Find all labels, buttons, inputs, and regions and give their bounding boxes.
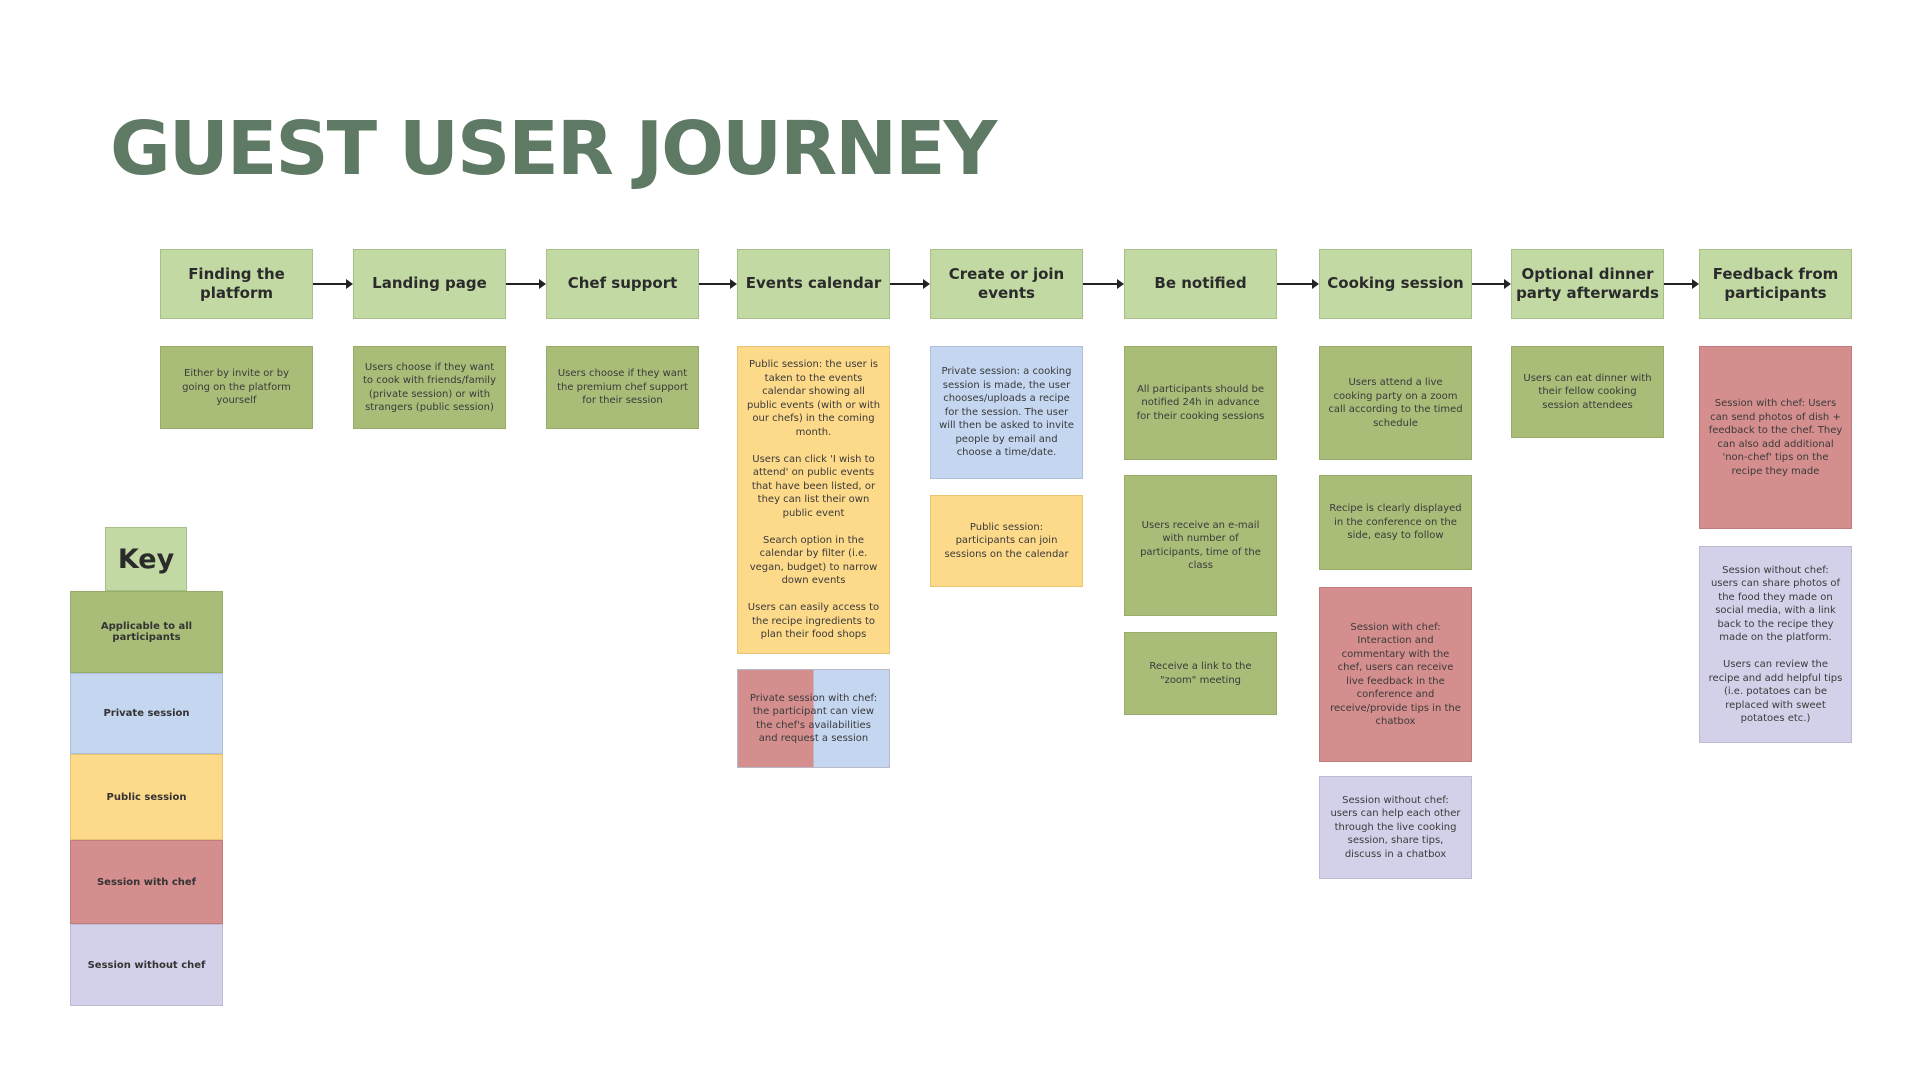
card-feedback-without-chef: Session without chef: users can share ph… bbox=[1699, 546, 1852, 743]
flow-arrow bbox=[699, 279, 737, 289]
flow-arrow bbox=[1277, 279, 1319, 289]
card-notified-24h: All participants should be notified 24h … bbox=[1124, 346, 1277, 460]
card-session-with-chef: Session with chef: Interaction and comme… bbox=[1319, 587, 1472, 762]
key-title: Key bbox=[105, 527, 187, 591]
flow-arrow bbox=[890, 279, 930, 289]
step-cooking-session: Cooking session bbox=[1319, 249, 1472, 319]
key-item-public: Public session bbox=[70, 754, 223, 840]
card-live-cooking-party: Users attend a live cooking party on a z… bbox=[1319, 346, 1472, 460]
card-dinner-together: Users can eat dinner with their fellow c… bbox=[1511, 346, 1664, 438]
key-item-with-chef: Session with chef bbox=[70, 840, 223, 924]
step-create-join-events: Create or join events bbox=[930, 249, 1083, 319]
flow-arrow bbox=[313, 279, 353, 289]
step-be-notified: Be notified bbox=[1124, 249, 1277, 319]
step-landing-page: Landing page bbox=[353, 249, 506, 319]
card-session-without-chef: Session without chef: users can help eac… bbox=[1319, 776, 1472, 879]
card-finding-invite: Either by invite or by going on the plat… bbox=[160, 346, 313, 429]
step-dinner-party: Optional dinner party afterwards bbox=[1511, 249, 1664, 319]
step-chef-support: Chef support bbox=[546, 249, 699, 319]
key-item-without-chef: Session without chef bbox=[70, 924, 223, 1006]
page-title: GUEST USER JOURNEY bbox=[110, 106, 997, 192]
key-item-private: Private session bbox=[70, 673, 223, 754]
card-zoom-link: Receive a link to the "zoom" meeting bbox=[1124, 632, 1277, 715]
card-chef-support-choice: Users choose if they want the premium ch… bbox=[546, 346, 699, 429]
step-events-calendar: Events calendar bbox=[737, 249, 890, 319]
card-feedback-with-chef: Session with chef: Users can send photos… bbox=[1699, 346, 1852, 529]
card-email-details: Users receive an e-mail with number of p… bbox=[1124, 475, 1277, 616]
flow-arrow bbox=[1664, 279, 1699, 289]
step-feedback: Feedback from participants bbox=[1699, 249, 1852, 319]
card-recipe-displayed: Recipe is clearly displayed in the confe… bbox=[1319, 475, 1472, 570]
flow-arrow bbox=[1083, 279, 1124, 289]
card-public-session-join: Public session: participants can join se… bbox=[930, 495, 1083, 587]
card-public-events-calendar: Public session: the user is taken to the… bbox=[737, 346, 890, 654]
key-item-all: Applicable to all participants bbox=[70, 591, 223, 673]
flow-arrow bbox=[1472, 279, 1511, 289]
card-private-session-chef: Private session with chef: the participa… bbox=[737, 669, 890, 768]
step-finding-platform: Finding the platform bbox=[160, 249, 313, 319]
card-session-type-choice: Users choose if they want to cook with f… bbox=[353, 346, 506, 429]
flow-arrow bbox=[506, 279, 546, 289]
card-private-session-create: Private session: a cooking session is ma… bbox=[930, 346, 1083, 479]
